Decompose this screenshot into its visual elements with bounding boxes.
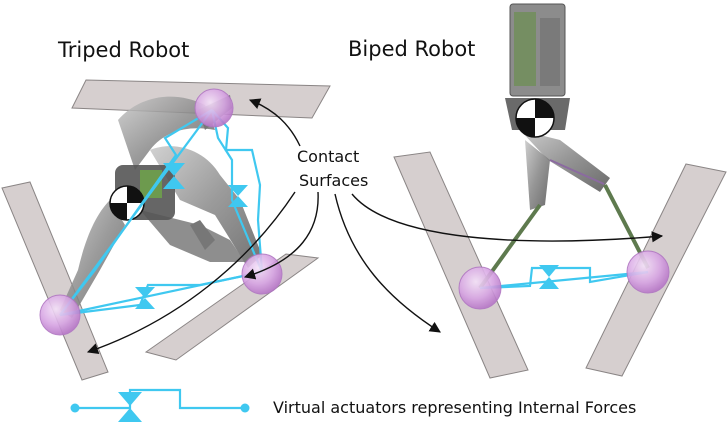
legend: Virtual actuators representing Internal … [70, 388, 636, 422]
contact-sphere-left [39, 294, 81, 336]
actuator-symbol-right [228, 185, 248, 196]
biped-com-marker [515, 98, 555, 138]
triped-actuator-symbols [135, 163, 248, 309]
actuator-symbol-right-b [228, 196, 248, 207]
callout-arrows [86, 98, 664, 354]
biped-contact-surfaces [393, 151, 727, 379]
callout-surfaces: Surfaces [299, 171, 368, 190]
legend-text: Virtual actuators representing Internal … [273, 398, 636, 417]
triped-title: Triped Robot [57, 38, 189, 62]
contact-sphere-right [241, 253, 283, 295]
biped-virtual-actuator [458, 250, 670, 310]
arrow-to-top-surface [248, 98, 301, 147]
triped-contact-points [39, 88, 283, 336]
arrow-to-biped-right-surface [351, 193, 664, 243]
arrow-to-left-surface [86, 191, 296, 354]
legend-actuator-icon [70, 388, 250, 422]
contact-sphere-top [194, 88, 234, 128]
callout-contact: Contact [297, 147, 359, 166]
triped-com-marker [109, 185, 145, 221]
surface-right-plane [144, 253, 320, 361]
actuator-symbol-left [163, 163, 185, 176]
arrow-to-right-surface [243, 191, 319, 280]
contact-sphere-biped-right [626, 250, 670, 294]
biped-title: Biped Robot [348, 37, 475, 61]
triped-virtual-actuators [59, 109, 264, 317]
actuator-symbol-left-b [163, 176, 185, 189]
contact-sphere-biped-left [458, 266, 502, 310]
actuator-symbol-biped-b [539, 277, 559, 289]
actuator-symbol-bottom-b [135, 298, 155, 309]
biped-robot [478, 3, 650, 290]
actuator-symbol-biped [539, 265, 559, 277]
arrow-to-biped-left-surface [334, 193, 441, 333]
triped-robot [60, 95, 262, 318]
surface-biped-left [393, 151, 529, 379]
actuator-symbol-bottom [135, 287, 155, 298]
